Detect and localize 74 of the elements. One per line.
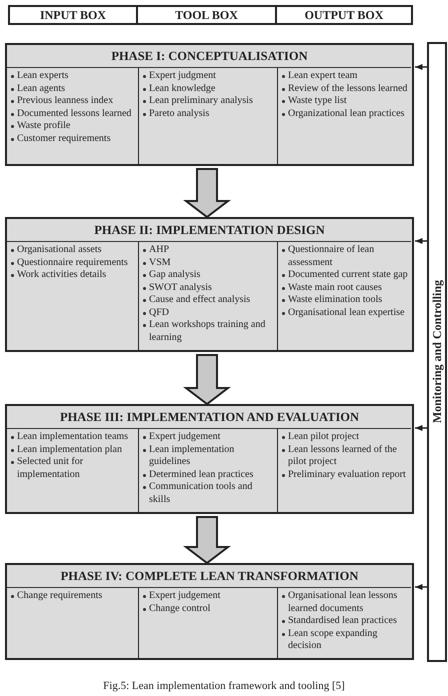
bullet-item: Change requirements [17, 590, 102, 601]
bullet-item: Waste type list [288, 95, 347, 106]
bullet-item: Expert judgement [149, 590, 220, 601]
phase-panel [5, 563, 414, 660]
phase-panel [5, 404, 414, 514]
bullet-item: Change control [149, 602, 210, 614]
block-arrow [183, 354, 231, 406]
table-cell [277, 241, 411, 350]
column-heading: OUTPUT BOX [275, 5, 413, 25]
bullet-item: Lean scope expanding decision [288, 628, 378, 651]
vertical-label: Monitoring and Controlling [430, 280, 444, 424]
bullet-item: Lean pilot project [288, 431, 360, 442]
bullet-item: Waste main root causes [288, 282, 382, 292]
phase-panel [5, 217, 414, 352]
bullet-item: Preliminary evaluation report [288, 468, 406, 480]
bullet-item: Organisational lean expertise [288, 306, 404, 318]
table-cell [138, 67, 277, 164]
table-cell [138, 587, 277, 658]
bullet-item: Lean agents [17, 82, 66, 94]
arrow [415, 584, 427, 590]
arrow [415, 425, 427, 431]
bullet-item: Lean experts [17, 70, 68, 81]
block-arrow [183, 516, 231, 564]
bullet-item: Standardised lean practices [288, 615, 397, 626]
bullet-item: Documented lessons learned [17, 108, 132, 118]
bullet-item: Determined lean practices [149, 468, 254, 480]
bullet-item: Previous leanness index [17, 95, 114, 106]
bullet-item: Lean implementation plan [17, 444, 122, 454]
table-cell [138, 241, 277, 350]
bullet-item: Selected unit for implementation [17, 456, 84, 480]
bullet-item: Lean preliminary analysis [149, 95, 253, 106]
table-cell [138, 428, 277, 512]
bullet-item: Gap analysis [149, 269, 200, 280]
side-panel [427, 42, 447, 662]
arrow [415, 64, 427, 70]
phase-heading: PHASE III: IMPLEMENTATION AND EVALUATION [58, 409, 360, 426]
table-cell [277, 587, 411, 658]
column-heading: TOOL BOX [136, 5, 277, 25]
bullet-item: Review of the lessons learned [288, 82, 408, 94]
table-cell [277, 428, 411, 512]
bullet-item: Questionnaire of lean assessment [288, 244, 374, 268]
bullet-item: Lean expert team [288, 70, 358, 81]
bullet-item: Lean knowledge [149, 82, 216, 94]
bullet-item: Expert judgment [149, 70, 216, 81]
bullet-item: SWOT analysis [149, 282, 212, 292]
bullet-item: Lean lessons learned of the pilot project [288, 444, 397, 467]
bullet-item: QFD [149, 306, 170, 318]
phase-heading: PHASE I: CONCEPTUALISATION [110, 48, 309, 65]
figure-caption: Fig.5: Lean implementation framework and tooling [5] [103, 680, 345, 692]
bullet-item: VSM [149, 256, 171, 268]
bullet-item: Cause and effect analysis [149, 294, 250, 305]
bullet-item: Lean workshops training and learning [149, 319, 266, 342]
phase-heading: PHASE IV: COMPLETE LEAN TRANSFORMATION [60, 568, 360, 585]
bullet-item: Customer requirements [17, 132, 111, 144]
phase-panel [5, 43, 414, 166]
bullet-item: Lean implementation guidelines [149, 444, 234, 467]
bullet-item: Organizational lean practices [288, 108, 404, 118]
table-cell [277, 67, 411, 164]
bullet-item: Waste profile [17, 120, 70, 131]
bullet-item: AHP [149, 244, 170, 255]
bullet-item: Lean implementation teams [17, 431, 128, 442]
phase-heading: PHASE II: IMPLEMENTATION DESIGN [93, 222, 326, 239]
bullet-item: Work activities details [17, 269, 106, 280]
bullet-item: Documented current state gap [288, 269, 408, 280]
bullet-item: Organisational lean lessons learned documents [288, 590, 398, 614]
bullet-item: Organisational assets [17, 244, 102, 255]
column-heading: INPUT BOX [8, 5, 138, 25]
bullet-item: Communication tools and skills [149, 481, 252, 504]
bullet-item: Pareto analysis [149, 108, 210, 118]
arrow [415, 238, 427, 244]
block-arrow [183, 168, 231, 218]
bullet-item: Questionnaire requirements [17, 256, 128, 268]
bullet-item: Expert judgement [149, 431, 220, 442]
bullet-item: Waste elimination tools [288, 294, 382, 305]
